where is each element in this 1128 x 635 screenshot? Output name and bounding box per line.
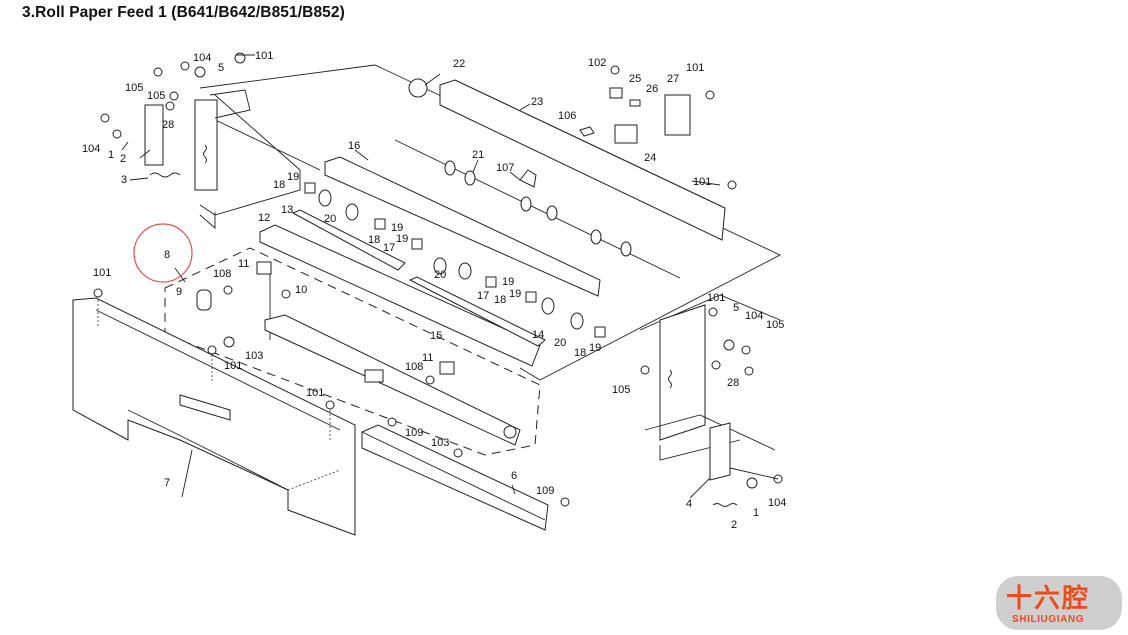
- part-label: 10: [295, 284, 307, 296]
- part-label: 18: [273, 179, 285, 191]
- part-label: 21: [472, 149, 484, 161]
- part-label: 1: [753, 507, 759, 519]
- part-label: 28: [162, 119, 174, 131]
- part-label: 107: [496, 162, 514, 174]
- part-label: 19: [509, 288, 521, 300]
- part-label: 101: [255, 50, 273, 62]
- watermark-logo: 十六腔 SHILIUGIANG: [996, 576, 1122, 630]
- part-label: 101: [686, 62, 704, 74]
- part-label: 23: [531, 96, 543, 108]
- part-label: 19: [396, 233, 408, 245]
- part-label: 104: [82, 143, 100, 155]
- part-label: 104: [193, 52, 211, 64]
- part-label: 104: [745, 310, 763, 322]
- part-label: 103: [431, 437, 449, 449]
- part-label: 19: [589, 342, 601, 354]
- part-label: 2: [731, 519, 737, 531]
- part-label: 20: [434, 269, 446, 281]
- part-label: 14: [532, 329, 544, 341]
- part-label: 103: [245, 350, 263, 362]
- part-label: 4: [686, 498, 692, 510]
- part-label: 20: [554, 337, 566, 349]
- highlight-label: 8: [164, 249, 170, 261]
- middle-rail-assembly: [259, 156, 606, 367]
- page-title: 3.Roll Paper Feed 1 (B641/B642/B851/B852…: [22, 4, 345, 21]
- upper-frame: [199, 64, 782, 381]
- watermark-latin-text: SHILIUGIANG: [1012, 614, 1085, 625]
- highlight-circle: [133, 223, 193, 283]
- part-label: 18: [368, 234, 380, 246]
- left-bracket-assembly: [100, 52, 251, 191]
- part-label: 16: [348, 140, 360, 152]
- part-label: 7: [164, 477, 170, 489]
- right-bracket-assembly: [639, 294, 783, 507]
- part-label: 105: [147, 90, 165, 102]
- part-label: 19: [502, 276, 514, 288]
- part-label: 5: [218, 62, 224, 74]
- part-label: 101: [306, 387, 324, 399]
- watermark-background: [996, 576, 1122, 630]
- part-label: 24: [644, 152, 656, 164]
- part-label: 108: [213, 268, 231, 280]
- part-label: 106: [558, 110, 576, 122]
- part-label: 22: [453, 58, 465, 70]
- part-label: 5: [733, 302, 739, 314]
- part-label: 13: [281, 204, 293, 216]
- front-cover: [72, 288, 356, 536]
- leader-lines: [121, 54, 721, 499]
- solenoid-subassembly-box: [164, 247, 541, 456]
- part-label: 19: [287, 171, 299, 183]
- part-label: 18: [574, 347, 586, 359]
- part-label: 18: [494, 294, 506, 306]
- part-label: 19: [391, 222, 403, 234]
- lower-rail: [361, 417, 570, 531]
- part-labels: 101 104 5 105 105 28 104 1 2 3 22 23 102…: [82, 50, 786, 531]
- part-label: 12: [258, 212, 270, 224]
- part-label: 104: [768, 497, 786, 509]
- part-label: 11: [422, 352, 433, 364]
- part-label: 102: [588, 57, 606, 69]
- part-label: 105: [766, 319, 784, 331]
- part-label: 105: [125, 82, 143, 94]
- part-label: 108: [405, 361, 423, 373]
- part-label: 3: [121, 174, 127, 186]
- part-label: 109: [405, 427, 423, 439]
- part-label: 109: [536, 485, 554, 497]
- part-label: 2: [120, 153, 126, 165]
- part-label: 11: [238, 258, 249, 270]
- part-label: 1: [108, 149, 114, 161]
- part-label: 101: [224, 360, 242, 372]
- part-label: 6: [511, 470, 517, 482]
- part-label: 9: [176, 286, 182, 298]
- part-label: 17: [383, 242, 395, 254]
- part-label: 101: [93, 267, 111, 279]
- part-label: 105: [612, 384, 630, 396]
- part-label: 17: [477, 290, 489, 302]
- part-label: 101: [693, 176, 711, 188]
- part-label: 27: [667, 73, 679, 85]
- watermark-chinese-text: 十六腔: [1006, 584, 1091, 614]
- part-label: 28: [727, 377, 739, 389]
- part-label: 25: [629, 73, 641, 85]
- part-label: 26: [646, 83, 658, 95]
- part-label: 15: [430, 330, 442, 342]
- part-label: 20: [324, 213, 336, 225]
- part-label: 101: [707, 292, 725, 304]
- upper-rail-assembly: [394, 65, 737, 279]
